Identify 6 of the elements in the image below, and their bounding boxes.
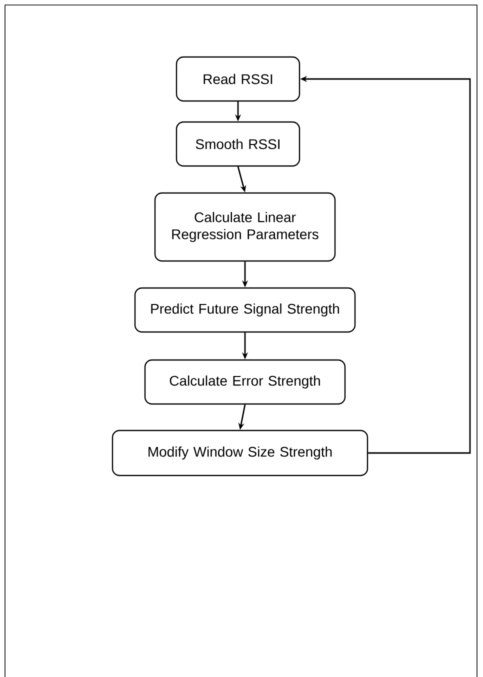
process-box: Predict Future Signal Strength (134, 287, 356, 333)
process-box: Modify Window Size Strength (112, 430, 368, 476)
process-box: Read RSSI (176, 56, 300, 102)
process-box: Calculate Error Strength (144, 359, 346, 405)
process-box: Calculate Linear Regression Parameters (154, 192, 336, 262)
process-box: Smooth RSSI (176, 121, 300, 167)
